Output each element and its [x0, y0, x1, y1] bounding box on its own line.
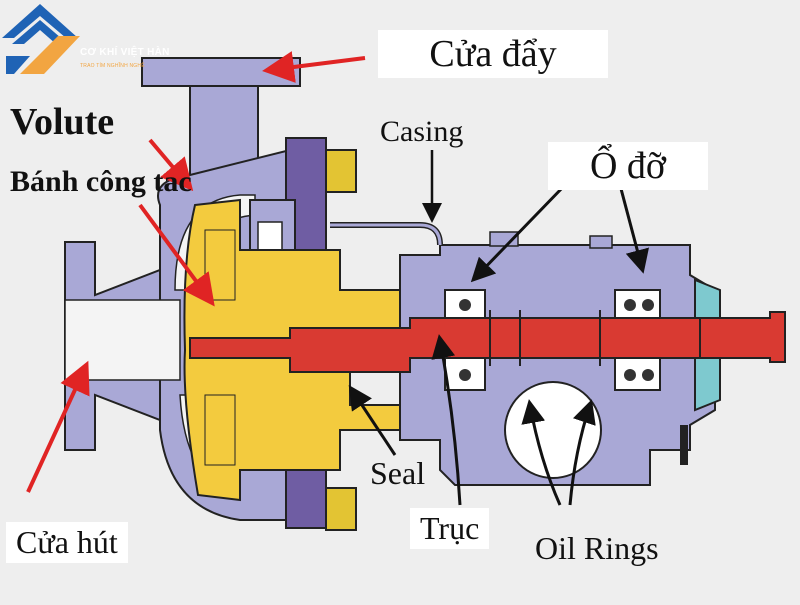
- impeller-vane-gap-top: [204, 229, 236, 301]
- arrow-seal: [348, 384, 397, 456]
- label-casing: Casing: [380, 115, 464, 148]
- bearing-ball-1: [459, 299, 471, 311]
- arrow-cua-hut: [26, 360, 90, 493]
- bolt-top: [325, 149, 357, 193]
- bearing-ball-4: [642, 299, 654, 311]
- label-o-do: Ổ đỡ: [548, 142, 708, 190]
- arrow-banh-cong-tac: [138, 203, 215, 307]
- label-oil-rings: Oil Rings: [535, 530, 659, 566]
- brand-name: CƠ KHÍ VIỆT HÀN: [80, 47, 170, 58]
- label-truc: Trục: [410, 508, 490, 549]
- housing-top-pipe: [330, 222, 443, 246]
- shaft: [189, 311, 786, 373]
- impeller-vane-gap-bottom: [204, 394, 236, 466]
- label-volute: Volute: [10, 101, 115, 143]
- label-cua-hut: Cửa hút: [6, 522, 128, 563]
- arrow-oil-ring-left: [521, 399, 562, 506]
- foot-bracket: [680, 425, 688, 465]
- arrow-truc: [431, 334, 462, 506]
- arrow-cua-day: [262, 51, 366, 83]
- suction-bore: [64, 299, 181, 381]
- discharge-flange: [141, 57, 301, 87]
- house-roof-logo-icon: [2, 4, 80, 74]
- bearing-ball-3: [624, 299, 636, 311]
- arrow-volute: [148, 138, 194, 192]
- arrow-o-do-right: [618, 184, 649, 274]
- arrow-oil-ring-right: [568, 399, 596, 506]
- label-cua-day: Cửa đẩy: [378, 30, 608, 78]
- label-banh-cong-tac: Bánh công tac: [10, 165, 192, 198]
- bolt-bottom: [325, 487, 357, 531]
- brand-tagline: TRAO TÍM NGHĨNH NGHÊ: [80, 63, 145, 69]
- bearing-ball-6: [642, 369, 654, 381]
- bearing-ball-2: [459, 369, 471, 381]
- label-seal: Seal: [370, 455, 426, 491]
- oil-ring-circle: [504, 381, 602, 479]
- housing-top-pipe-fill: [330, 223, 442, 246]
- arrow-o-do-left: [470, 183, 567, 283]
- bearing-ball-5: [624, 369, 636, 381]
- housing-top-lug-2: [589, 235, 613, 249]
